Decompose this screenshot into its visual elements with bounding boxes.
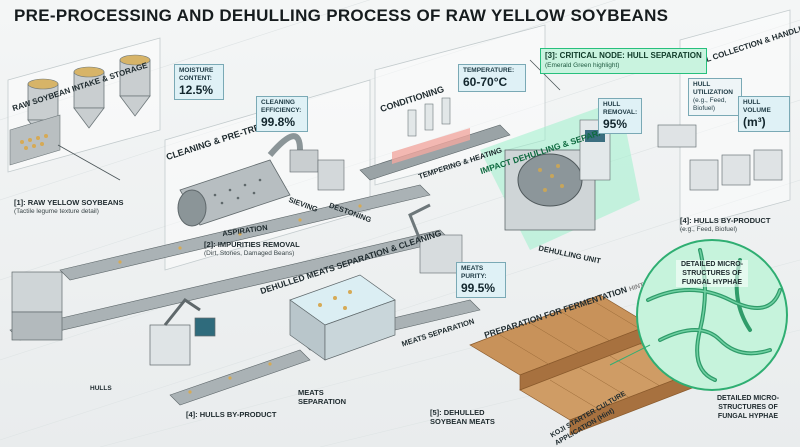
rotary-drum (177, 133, 345, 227)
metric-hull-volume: HULL VOLUME (m³) (738, 96, 790, 132)
node-hulls-byproduct-left: [4]: HULLS BY-PRODUCT (186, 410, 277, 419)
node-raw-soybeans-sub: (Tactile legume texture detail) (14, 208, 99, 215)
hyphae-label-bottom: DETAILED MICRO-STRUCTURES OF FUNGAL HYPH… (716, 395, 780, 420)
tempering-conveyor (359, 97, 511, 181)
step-hulls-small: HULLS (90, 385, 112, 392)
metric-moisture: MOISTURE CONTENT: 12.5% (174, 64, 224, 100)
metric-hull-removal-value: 95% (603, 117, 628, 131)
page-title: PRE-PROCESSING AND DEHULLING PROCESS OF … (14, 6, 669, 25)
step-meats-sep-2b: SEPARATION (298, 397, 347, 406)
step-meats-sep-2a: MEATS (298, 388, 324, 397)
critical-node-sub: (Emerald Green highlight) (545, 62, 620, 69)
metric-hull-volume-value: (m³) (743, 115, 766, 129)
node-impurities-sub: (Dirt, Stones, Damaged Beans) (204, 250, 295, 257)
metric-cleaning-label: CLEANING EFFICIENCY: (261, 99, 302, 114)
critical-node-title: [3]: CRITICAL NODE: HULL SEPARATION (545, 51, 702, 60)
metric-hull-volume-label: HULL VOLUME (743, 99, 771, 114)
node-raw-soybeans: [1]: RAW YELLOW SOYBEANS (Tactile legume… (14, 198, 123, 216)
step-meats-separation-2: MEATS SEPARATION (298, 388, 346, 406)
hull-bins (657, 124, 783, 191)
metric-hull-removal: HULL REMOVAL: 95% (598, 98, 642, 134)
node-dehulled-meats: [5]: DEHULLED SOYBEAN MEATS (430, 408, 495, 426)
metric-hull-removal-label: HULL REMOVAL: (603, 101, 638, 116)
node-impurities: [2]: IMPURITIES REMOVAL (Dirt, Stones, D… (204, 240, 300, 258)
meats-separation-chamber (289, 203, 463, 361)
metric-hull-utilization-label: HULL UTILIZATION (693, 81, 733, 96)
node-hulls-right-sub: (e.g., Feed, Biofuel) (680, 226, 738, 233)
metric-temperature-value: 60-70°C (463, 75, 508, 89)
metric-cleaning-efficiency: CLEANING EFFICIENCY: 99.8% (256, 96, 308, 132)
critical-node-callout: [3]: CRITICAL NODE: HULL SEPARATION (Eme… (540, 48, 707, 74)
storage-silos (9, 54, 151, 166)
node-raw-soybeans-title: [1]: RAW YELLOW SOYBEANS (14, 198, 124, 207)
node-impurities-title: [2]: IMPURITIES REMOVAL (204, 240, 300, 249)
hyphae-label-top: DETAILED MICRO-STRUCTURES OF FUNGAL HYPH… (676, 260, 748, 287)
metric-moisture-value: 12.5% (179, 83, 214, 97)
node-hulls-right-title: [4]: HULLS BY-PRODUCT (680, 216, 771, 225)
metric-meats-purity-label: MEATS PURITY: (461, 265, 487, 280)
node-dehulled-meats-line1: [5]: DEHULLED (430, 408, 485, 417)
dehulling-unit-illustration (480, 100, 640, 250)
metric-meats-purity: MEATS PURITY: 99.5% (456, 262, 506, 298)
metric-moisture-label: MOISTURE CONTENT: (179, 67, 214, 82)
metric-hull-utilization-value: (e.g., Feed, Biofuel) (693, 97, 727, 112)
metric-hull-utilization: HULL UTILIZATION (e.g., Feed, Biofuel) (688, 78, 742, 116)
metric-meats-purity-value: 99.5% (461, 281, 496, 295)
metric-temperature: TEMPERATURE: 60-70°C (458, 64, 526, 92)
metric-cleaning-value: 99.8% (261, 115, 296, 129)
node-hulls-byproduct-right: [4]: HULLS BY-PRODUCT (e.g., Feed, Biofu… (680, 216, 770, 234)
node-dehulled-meats-line2: SOYBEAN MEATS (430, 417, 495, 426)
metric-temperature-label: TEMPERATURE: (463, 67, 515, 74)
hyphae-magnifier (609, 239, 788, 391)
